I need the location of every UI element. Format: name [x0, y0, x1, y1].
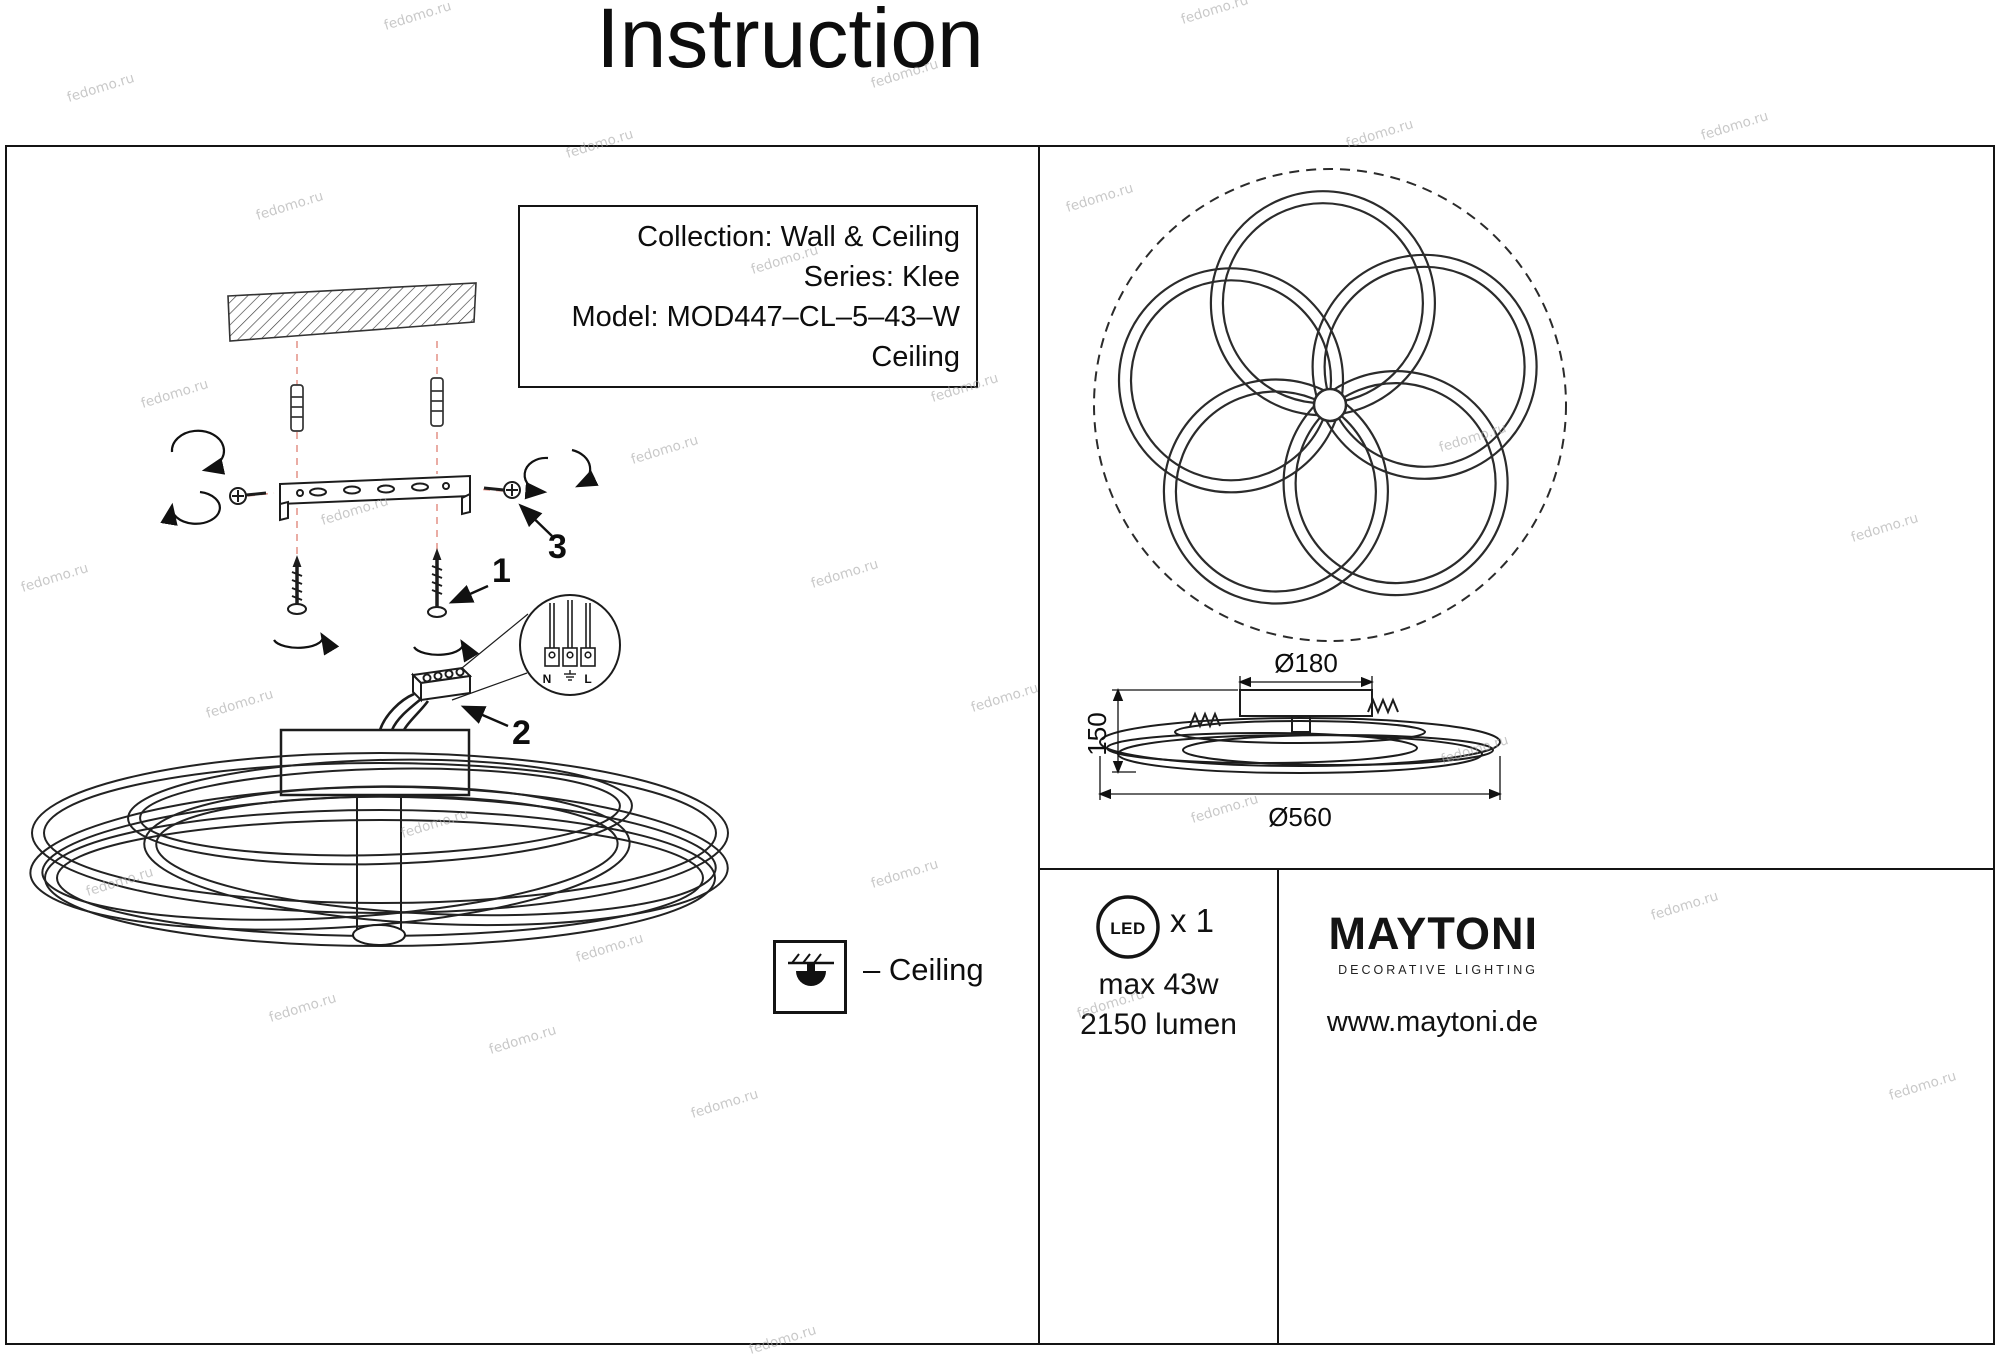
page-title: Instruction [596, 0, 984, 85]
luminous-flux: 2150 lumen [1080, 1008, 1237, 1041]
right-horizontal-divider [1040, 868, 1995, 870]
brand-logo: MAYTONI [1328, 908, 1538, 959]
spec-cell-divider [1277, 870, 1279, 1345]
wall-anchors [290, 377, 444, 432]
canopy-diameter-label: Ø180 [1274, 648, 1338, 678]
brand-website: www.maytoni.de [1326, 1006, 1538, 1038]
dim-150 [1112, 688, 1238, 774]
watermark: fedomo.ru [65, 70, 137, 106]
ceiling-mount-pictogram [773, 940, 847, 1014]
step-2-arrow [460, 705, 509, 728]
assembly-diagram: 3 1 2 N L [29, 282, 729, 947]
step-1-label: 1 [492, 552, 511, 590]
wire-n-label: N [543, 672, 552, 686]
watermark: fedomo.ru [1179, 0, 1251, 28]
product-info-box: Collection: Wall & Ceiling Series: Klee … [518, 205, 978, 388]
content-frame [5, 145, 1995, 1345]
mounting-bracket [279, 474, 471, 522]
terminal-block [378, 666, 473, 731]
top-view-diagram [1093, 168, 1567, 642]
ceiling-icon [788, 953, 834, 986]
dimension-diagram: Ø180 150 Ø560 [1082, 648, 1502, 832]
wiring-detail-zoom: N L [451, 594, 621, 701]
brand-tagline: DECORATIVE LIGHTING [1338, 963, 1538, 977]
ceiling-surface [227, 282, 477, 342]
side-view [1099, 689, 1501, 774]
dim-560 [1098, 756, 1502, 800]
info-model: Model: MOD447–CL–5–43–W [571, 301, 960, 333]
overall-diameter-circle [1093, 168, 1567, 642]
dim-180 [1238, 676, 1374, 690]
height-label: 150 [1082, 712, 1112, 755]
main-vertical-divider [1038, 145, 1040, 1345]
led-count: x 1 [1170, 902, 1215, 939]
led-icon-text: LED [1110, 919, 1146, 938]
wire-l-label: L [584, 672, 591, 686]
stem-end-cap [352, 924, 406, 946]
ring-pattern [1117, 190, 1538, 605]
brand-block: MAYTONI DECORATIVE LIGHTING [1270, 908, 1538, 977]
info-series: Series: Klee [803, 261, 960, 293]
step-2-label: 2 [512, 714, 531, 752]
mounting-screws [287, 548, 447, 618]
alignment-guides [247, 341, 504, 560]
mount-type-label: – Ceiling [863, 952, 984, 987]
lamp-rings [29, 752, 729, 947]
overall-diameter-label: Ø560 [1268, 802, 1332, 832]
max-power: max 43w [1098, 968, 1219, 1001]
step-1-arrow [448, 584, 489, 604]
center-hub [1312, 387, 1348, 423]
screw-rotation-arrows [273, 632, 480, 663]
info-type: Ceiling [871, 341, 960, 373]
step-3-label: 3 [548, 528, 567, 566]
bracket-side-screws [229, 481, 521, 505]
watermark: fedomo.ru [1699, 108, 1771, 144]
ground-symbol [564, 670, 576, 681]
led-icon: LED [1096, 895, 1160, 959]
rotation-arrows [160, 429, 599, 526]
info-collection: Collection: Wall & Ceiling [637, 221, 960, 253]
step-3-arrow [518, 503, 553, 537]
